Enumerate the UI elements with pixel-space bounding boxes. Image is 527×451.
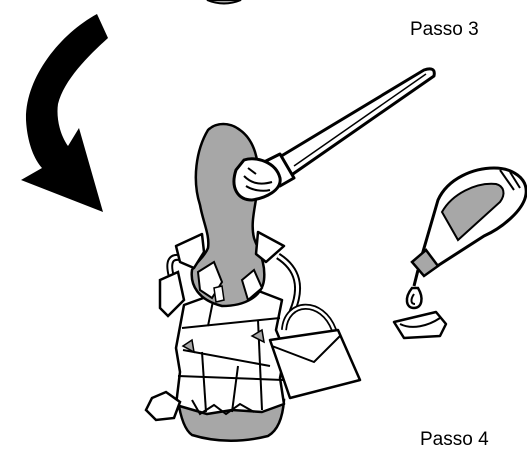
paintbrush-icon <box>234 69 434 200</box>
top-arc-fragment <box>207 0 241 4</box>
curved-arrow-icon <box>21 14 108 212</box>
glue-drop-icon <box>407 270 422 308</box>
handbag-icon <box>270 307 360 398</box>
paper-scrap-icon <box>394 312 446 338</box>
step-3-label: Passo 3 <box>410 20 479 39</box>
glue-bottle-icon <box>412 168 526 276</box>
step-4-label: Passo 4 <box>420 430 489 449</box>
